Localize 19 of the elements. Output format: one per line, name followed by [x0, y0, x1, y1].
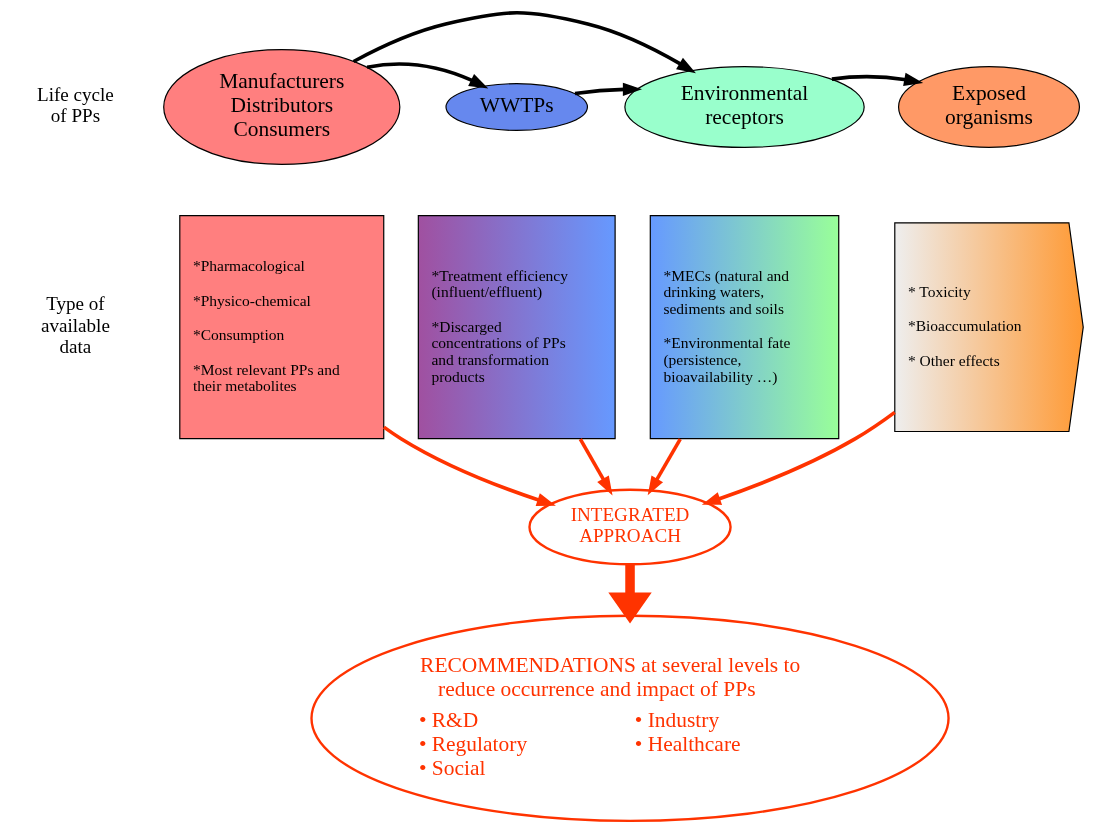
arrow: [382, 425, 556, 507]
label: Type of available data: [40, 293, 110, 358]
arrow: [647, 438, 682, 496]
node-ellipse: Exposed organisms: [897, 66, 1080, 148]
arrow: [831, 72, 923, 87]
arrow: [574, 82, 642, 97]
node-ellipse: INTEGRATED APPROACH: [527, 488, 732, 566]
node-ellipse: RECOMMENDATIONS at several levels to reduce occurrence and impact of PPs • R&D • Regulatory • Social • Industry • Healthcare: [309, 614, 950, 823]
node-box: *Pharmacological *Physico-chemical *Consumption *Most relevant PPs and their metabolites: [178, 215, 384, 440]
node-box: *MECs (natural and drinking waters, sediments and soils *Environmental fate (persistence, bioavailability …): [649, 215, 839, 440]
node-ellipse: Manufacturers Distributors Consumers: [162, 48, 400, 166]
node-ellipse: WWTPs: [444, 83, 588, 131]
arrow: [607, 564, 652, 624]
label: Life cycle of PPs: [36, 83, 114, 127]
arrow: [701, 410, 896, 505]
arrow: [352, 11, 696, 74]
arrow: [578, 438, 613, 496]
node-box: *Treatment efficiency (influent/effluent) *Discarged concentrations of PPs and transformation products: [417, 215, 616, 440]
arrow: [366, 62, 488, 89]
